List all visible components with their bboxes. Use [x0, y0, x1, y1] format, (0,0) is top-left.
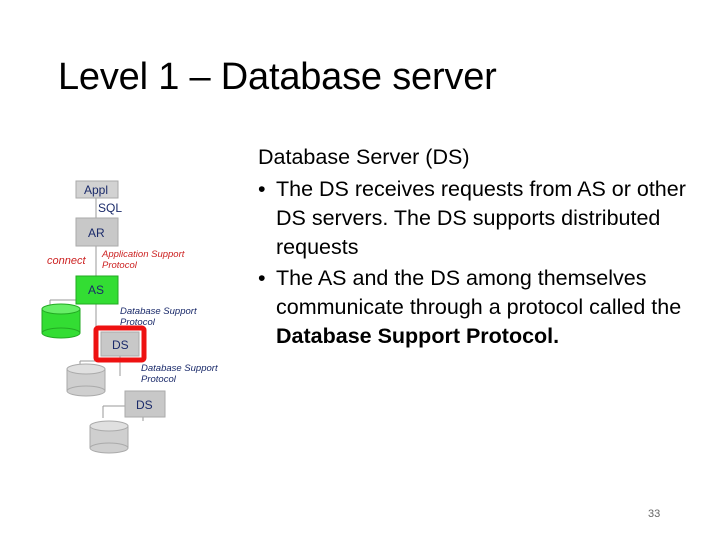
- ar-label: AR: [88, 226, 105, 240]
- ds-highlight-box: [93, 325, 147, 363]
- ar-box: [75, 217, 119, 247]
- ds-label-2: DS: [136, 398, 153, 412]
- database-cylinder-2: [66, 363, 106, 397]
- dsp2-label-line2: Protocol: [141, 374, 177, 385]
- architecture-diagram: Appl SQL AR connect Application Support …: [41, 180, 218, 454]
- bullet-glyph: •: [258, 266, 266, 290]
- as-box: [75, 275, 119, 305]
- database-cylinder-1: [41, 303, 81, 339]
- dsp1-label-line1: Database Support: [120, 306, 197, 317]
- asp-label-line1: Application Support: [101, 249, 185, 260]
- asp-label-line2: Protocol: [102, 260, 138, 271]
- sql-label: SQL: [98, 201, 122, 215]
- ds-box-2: [124, 390, 166, 418]
- page-number: 33: [648, 508, 661, 520]
- bullet-item-1: • The DS receives requests from AS or ot…: [258, 175, 708, 262]
- ds-box-1: [100, 331, 140, 357]
- ds-label-1: DS: [112, 338, 129, 352]
- bullet-text-1: The DS receives requests from AS or othe…: [276, 177, 686, 259]
- appl-label: Appl: [84, 183, 108, 197]
- bullet-item-2: • The AS and the DS among themselves com…: [258, 264, 708, 351]
- content-area: Database Server (DS) • The DS receives r…: [258, 143, 708, 353]
- connect-label: connect: [47, 255, 86, 267]
- content-heading: Database Server (DS): [258, 145, 470, 169]
- database-cylinder-3: [89, 420, 129, 454]
- appl-box: [75, 180, 119, 199]
- bullet-text-2-bold: Database Support Protocol.: [276, 324, 560, 348]
- dsp1-label-line2: Protocol: [120, 317, 156, 328]
- slide-title: Level 1 – Database server: [58, 56, 497, 98]
- bullet-list: • The DS receives requests from AS or ot…: [258, 175, 708, 351]
- dsp2-label-line1: Database Support: [141, 363, 218, 374]
- bullet-glyph: •: [258, 177, 266, 201]
- bullet-text-2: The AS and the DS among themselves commu…: [276, 266, 682, 319]
- as-label: AS: [88, 283, 104, 297]
